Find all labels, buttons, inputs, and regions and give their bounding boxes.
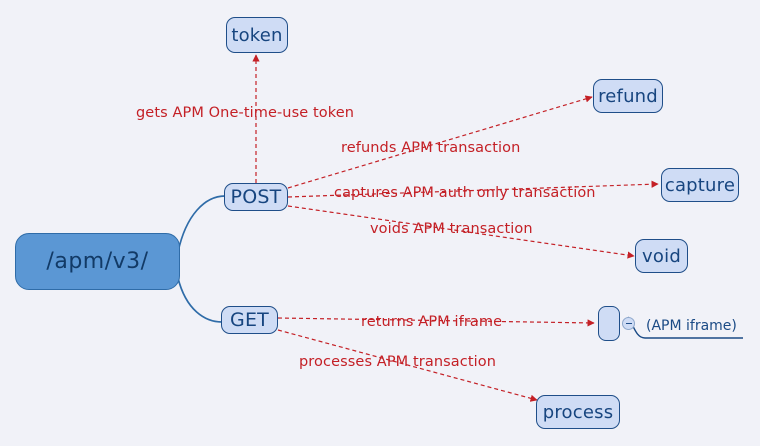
relation-edges-get — [277, 317, 595, 402]
edge-label-processes: processes APM transaction — [299, 354, 496, 370]
node-post[interactable]: POST — [224, 183, 288, 211]
edge-label-refunds: refunds APM transaction — [341, 140, 521, 156]
branch-edge-post — [177, 195, 226, 253]
relation-edge-capture — [287, 180, 659, 198]
branch-edges — [177, 195, 226, 323]
relation-edge-iframe — [277, 317, 595, 327]
branch-edge-get — [177, 277, 223, 323]
edge-label-voids: voids APM transaction — [370, 221, 533, 237]
relation-edge-process — [277, 329, 538, 402]
relation-edges-post — [252, 54, 659, 259]
node-token[interactable]: token — [226, 17, 288, 53]
node-get[interactable]: GET — [221, 306, 278, 334]
node-root[interactable]: /apm/v3/ — [15, 233, 180, 290]
node-capture[interactable]: capture — [661, 168, 739, 202]
edge-label-gets-token: gets APM One-time-use token — [136, 105, 355, 121]
edge-label-captures: captures APM auth only transaction — [334, 185, 596, 201]
node-iframe-blank[interactable] — [598, 306, 620, 341]
relation-edge-void — [287, 205, 635, 259]
edge-label-returns-iframe: returns APM iframe — [361, 314, 503, 330]
node-void[interactable]: void — [635, 239, 688, 273]
relation-edge-refund — [287, 95, 593, 189]
minus-circle-icon[interactable] — [622, 317, 635, 330]
node-refund[interactable]: refund — [593, 79, 663, 113]
node-iframe-note[interactable]: (APM iframe) — [646, 318, 737, 334]
node-process[interactable]: process — [536, 395, 620, 429]
